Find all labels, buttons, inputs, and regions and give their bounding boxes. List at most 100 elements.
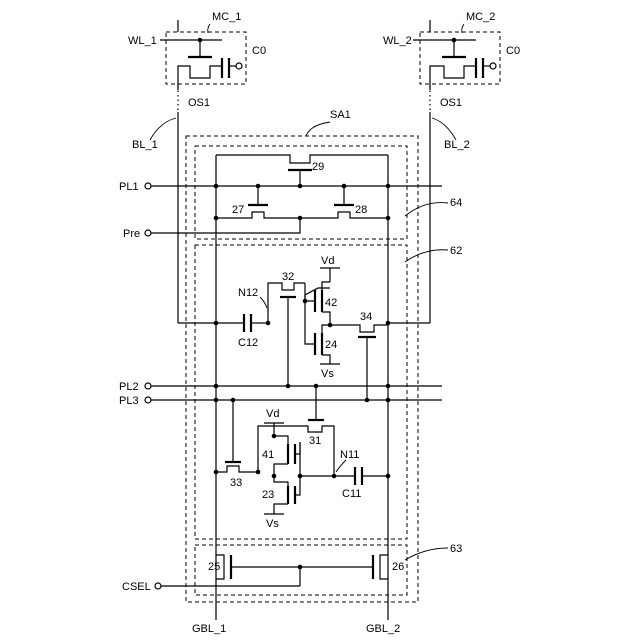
sa1-leader [306,122,330,136]
sa1-boundary [186,136,418,602]
junction [214,216,219,221]
label-mc2: MC_2 [466,11,495,23]
label-29: 29 [312,161,324,173]
t24-source [322,355,330,364]
label-26: 26 [392,561,404,573]
bl1-leader [150,118,176,140]
label-os1-1: OS1 [188,97,210,109]
box63-leader [405,548,448,560]
label-pre: Pre [123,228,140,240]
capacitor-c12: C12 [216,314,268,349]
n11-leader [336,460,346,472]
label-gbl1: GBL_1 [192,623,226,635]
t33-channel [216,466,258,472]
label-33: 33 [230,477,242,489]
label-24: 24 [325,339,337,351]
label-23: 23 [262,489,274,501]
line-pre [151,218,300,233]
label-25: 25 [208,561,220,573]
label-os1-2: OS1 [440,97,462,109]
transistor-28: 28 [300,186,388,218]
label-41: 41 [262,449,274,461]
label-vs-top: Vs [321,368,334,380]
junction [386,184,391,189]
label-c11: C11 [342,488,361,500]
t23-drain [274,476,288,488]
label-sa1: SA1 [330,109,351,121]
t32-channel [280,283,305,290]
label-63: 63 [450,543,462,555]
t26-channel [380,555,388,579]
t41-source [274,436,288,446]
label-mc1: MC_1 [212,11,241,23]
csel-terminal[interactable] [155,583,161,589]
junction [256,470,261,475]
transistor-34: 34 [354,311,388,400]
label-gbl2: GBL_2 [366,623,400,635]
node-n12 [268,283,280,323]
junction [214,184,219,189]
junction [286,384,291,389]
label-c12: C12 [238,337,258,349]
memory-cell-mc1 [160,32,246,90]
junction [386,216,391,221]
capacitor-c11: C11 [334,467,388,500]
transistor-42: 42 [305,282,337,325]
transistor-23: 23 [262,476,300,514]
junction [214,470,219,475]
transistor-32: 32 [280,271,305,386]
pre-terminal[interactable] [145,230,151,236]
junction [198,38,203,43]
pl1-terminal[interactable] [145,183,151,189]
transistor-25: 25 [208,555,231,579]
transistor-26: 26 [373,555,404,579]
t34-channel [354,325,388,332]
pl3-terminal[interactable] [145,397,151,403]
label-c0-2: C0 [506,45,520,57]
junction [272,474,277,479]
label-31: 31 [309,435,321,447]
label-34: 34 [360,311,372,323]
label-27: 27 [232,204,244,216]
t42-source [322,282,330,292]
t27-channel [216,212,300,218]
label-bl2: BL_2 [444,139,470,151]
label-pl3: PL3 [119,395,139,407]
label-bl1: BL_1 [132,139,158,151]
junction [298,565,303,570]
junction [386,384,391,389]
label-64: 64 [450,197,462,209]
label-c0-1: C0 [252,45,266,57]
t29-channel [216,155,388,163]
box64-leader [405,203,448,216]
pl2-terminal[interactable] [145,383,151,389]
t28-channel [300,212,388,218]
label-vs-bot: Vs [266,518,279,530]
junction [314,384,319,389]
junction [328,323,333,328]
junction [214,398,219,403]
label-vd-bot: Vd [266,408,279,420]
label-32: 32 [282,271,294,283]
label-28: 28 [355,204,367,216]
junction [214,321,219,326]
box-62 [195,245,407,539]
junction [272,434,277,439]
c0-2-terminal [490,63,496,69]
os1-channel [178,66,222,90]
junction [386,474,391,479]
label-42: 42 [325,297,337,309]
junction [386,398,391,403]
transistor-29: 29 [216,155,388,186]
junction [298,474,303,479]
t24-gate-lead [305,301,315,344]
label-n12: N12 [238,287,258,299]
transistor-27: 27 [216,186,300,218]
junction [386,321,391,326]
transistor-33: 33 [216,400,258,489]
label-wl2: WL_2 [383,35,412,47]
memory-cell-mc2 [413,32,500,90]
t41-drain [274,464,288,476]
label-62: 62 [450,245,462,257]
